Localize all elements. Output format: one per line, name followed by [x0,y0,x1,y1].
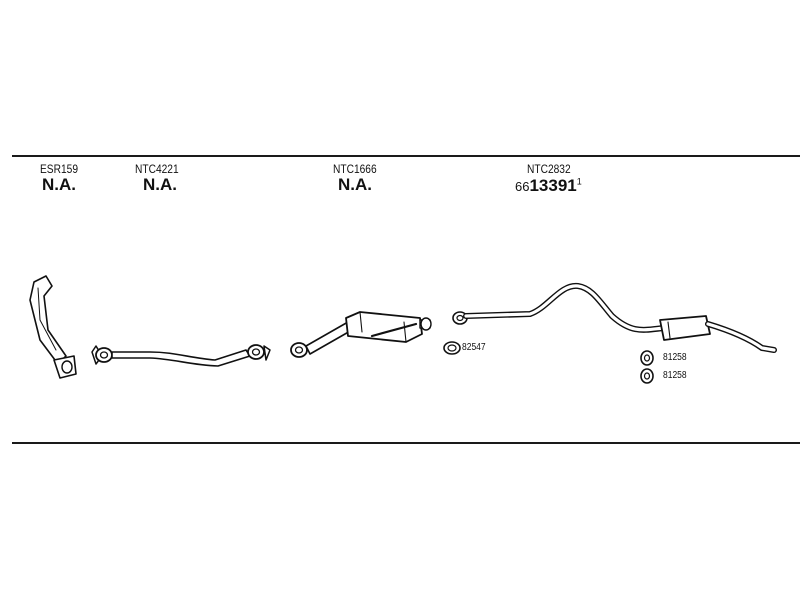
order-number-main: 13391 [529,176,577,195]
gasket-drawing [443,341,461,355]
front-downpipe-drawing [29,275,77,379]
gasket-label: 82547 [462,342,486,353]
center-silencer-drawing [290,311,432,358]
part-code-ntc1666: NTC1666 [333,162,377,176]
part-status-ntc4221: N.A. [143,175,177,194]
clamp-drawing-2 [640,368,654,384]
clamp-drawing-1 [640,350,654,366]
intermediate-pipe-drawing [91,344,271,367]
part-status-esr159: N.A. [42,175,76,194]
part-code-esr159: ESR159 [40,162,78,176]
top-divider [12,155,800,157]
clamp-label-1: 81258 [663,352,687,363]
part-code-ntc4221: NTC4221 [135,162,179,176]
bottom-divider [12,442,800,444]
order-number-ntc2832: 66133911 [515,176,582,196]
order-number-prefix: 66 [515,179,530,194]
clamp-label-2: 81258 [663,370,687,381]
part-code-ntc2832: NTC2832 [527,162,571,176]
part-status-ntc1666: N.A. [338,175,372,194]
order-number-suffix: 1 [576,176,582,187]
rear-pipe-silencer-drawing [452,282,777,353]
